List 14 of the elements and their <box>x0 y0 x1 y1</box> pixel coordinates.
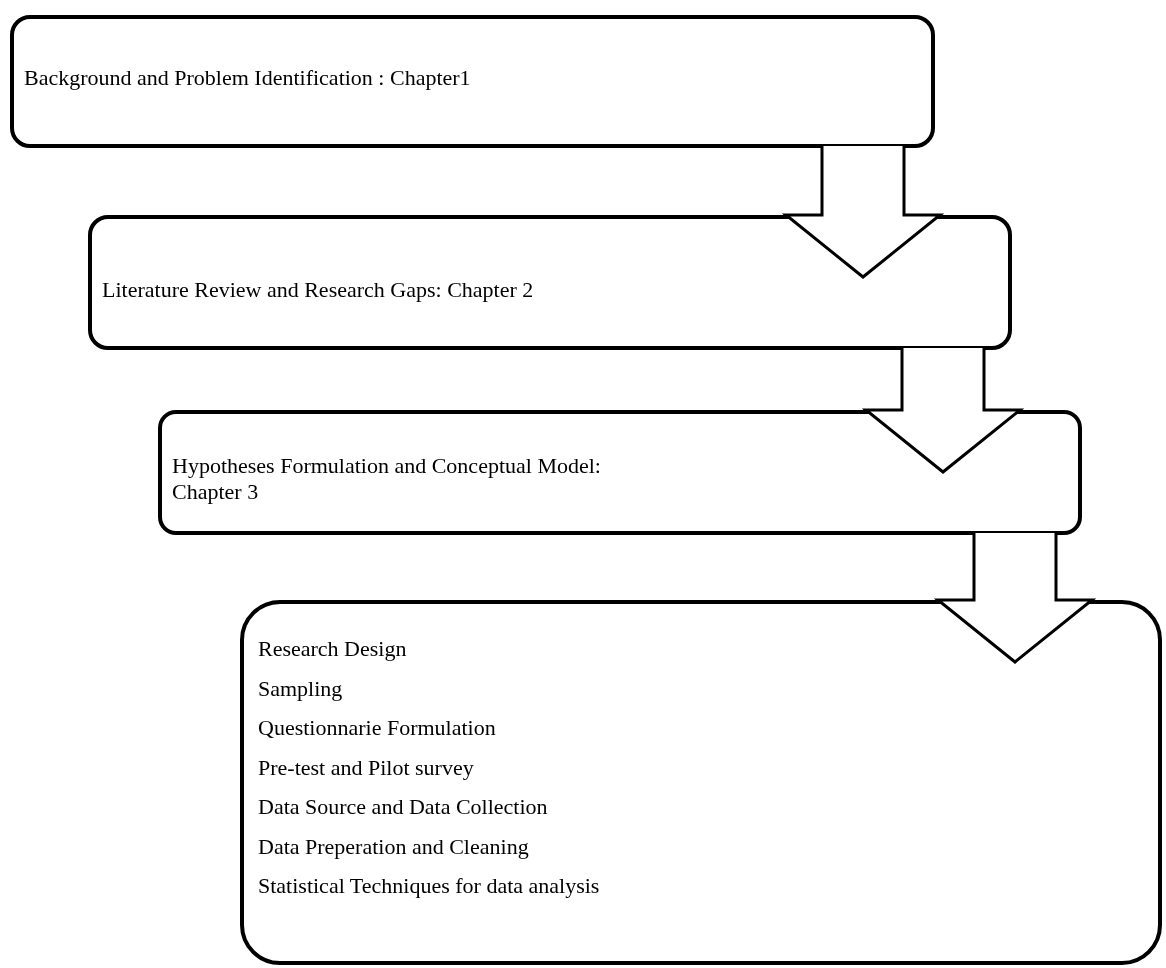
block-arrow <box>861 346 1025 474</box>
process-box <box>10 15 935 148</box>
block-arrow <box>933 531 1097 664</box>
block-arrow <box>781 144 945 279</box>
list-item-text: Questionnarie Formulation <box>258 715 497 741</box>
step-label: Background and Problem Identification : Chapter1 <box>24 65 472 91</box>
step-label: Literature Review and Research Gaps: Chapter 2 <box>102 277 535 303</box>
step-label: Hypotheses Formulation and Conceptual Model: Chapter 3 <box>172 453 602 505</box>
list-item-text: Research Design <box>258 636 408 662</box>
list-item-text: Data Source and Data Collection <box>258 794 549 820</box>
list-item-text: Data Preperation and Cleaning <box>258 833 530 860</box>
list-item-text: Statistical Techniques for data analysis <box>258 873 601 899</box>
list-item-text: Sampling <box>258 675 344 702</box>
list-item-text: Pre-test and Pilot survey <box>258 754 475 781</box>
